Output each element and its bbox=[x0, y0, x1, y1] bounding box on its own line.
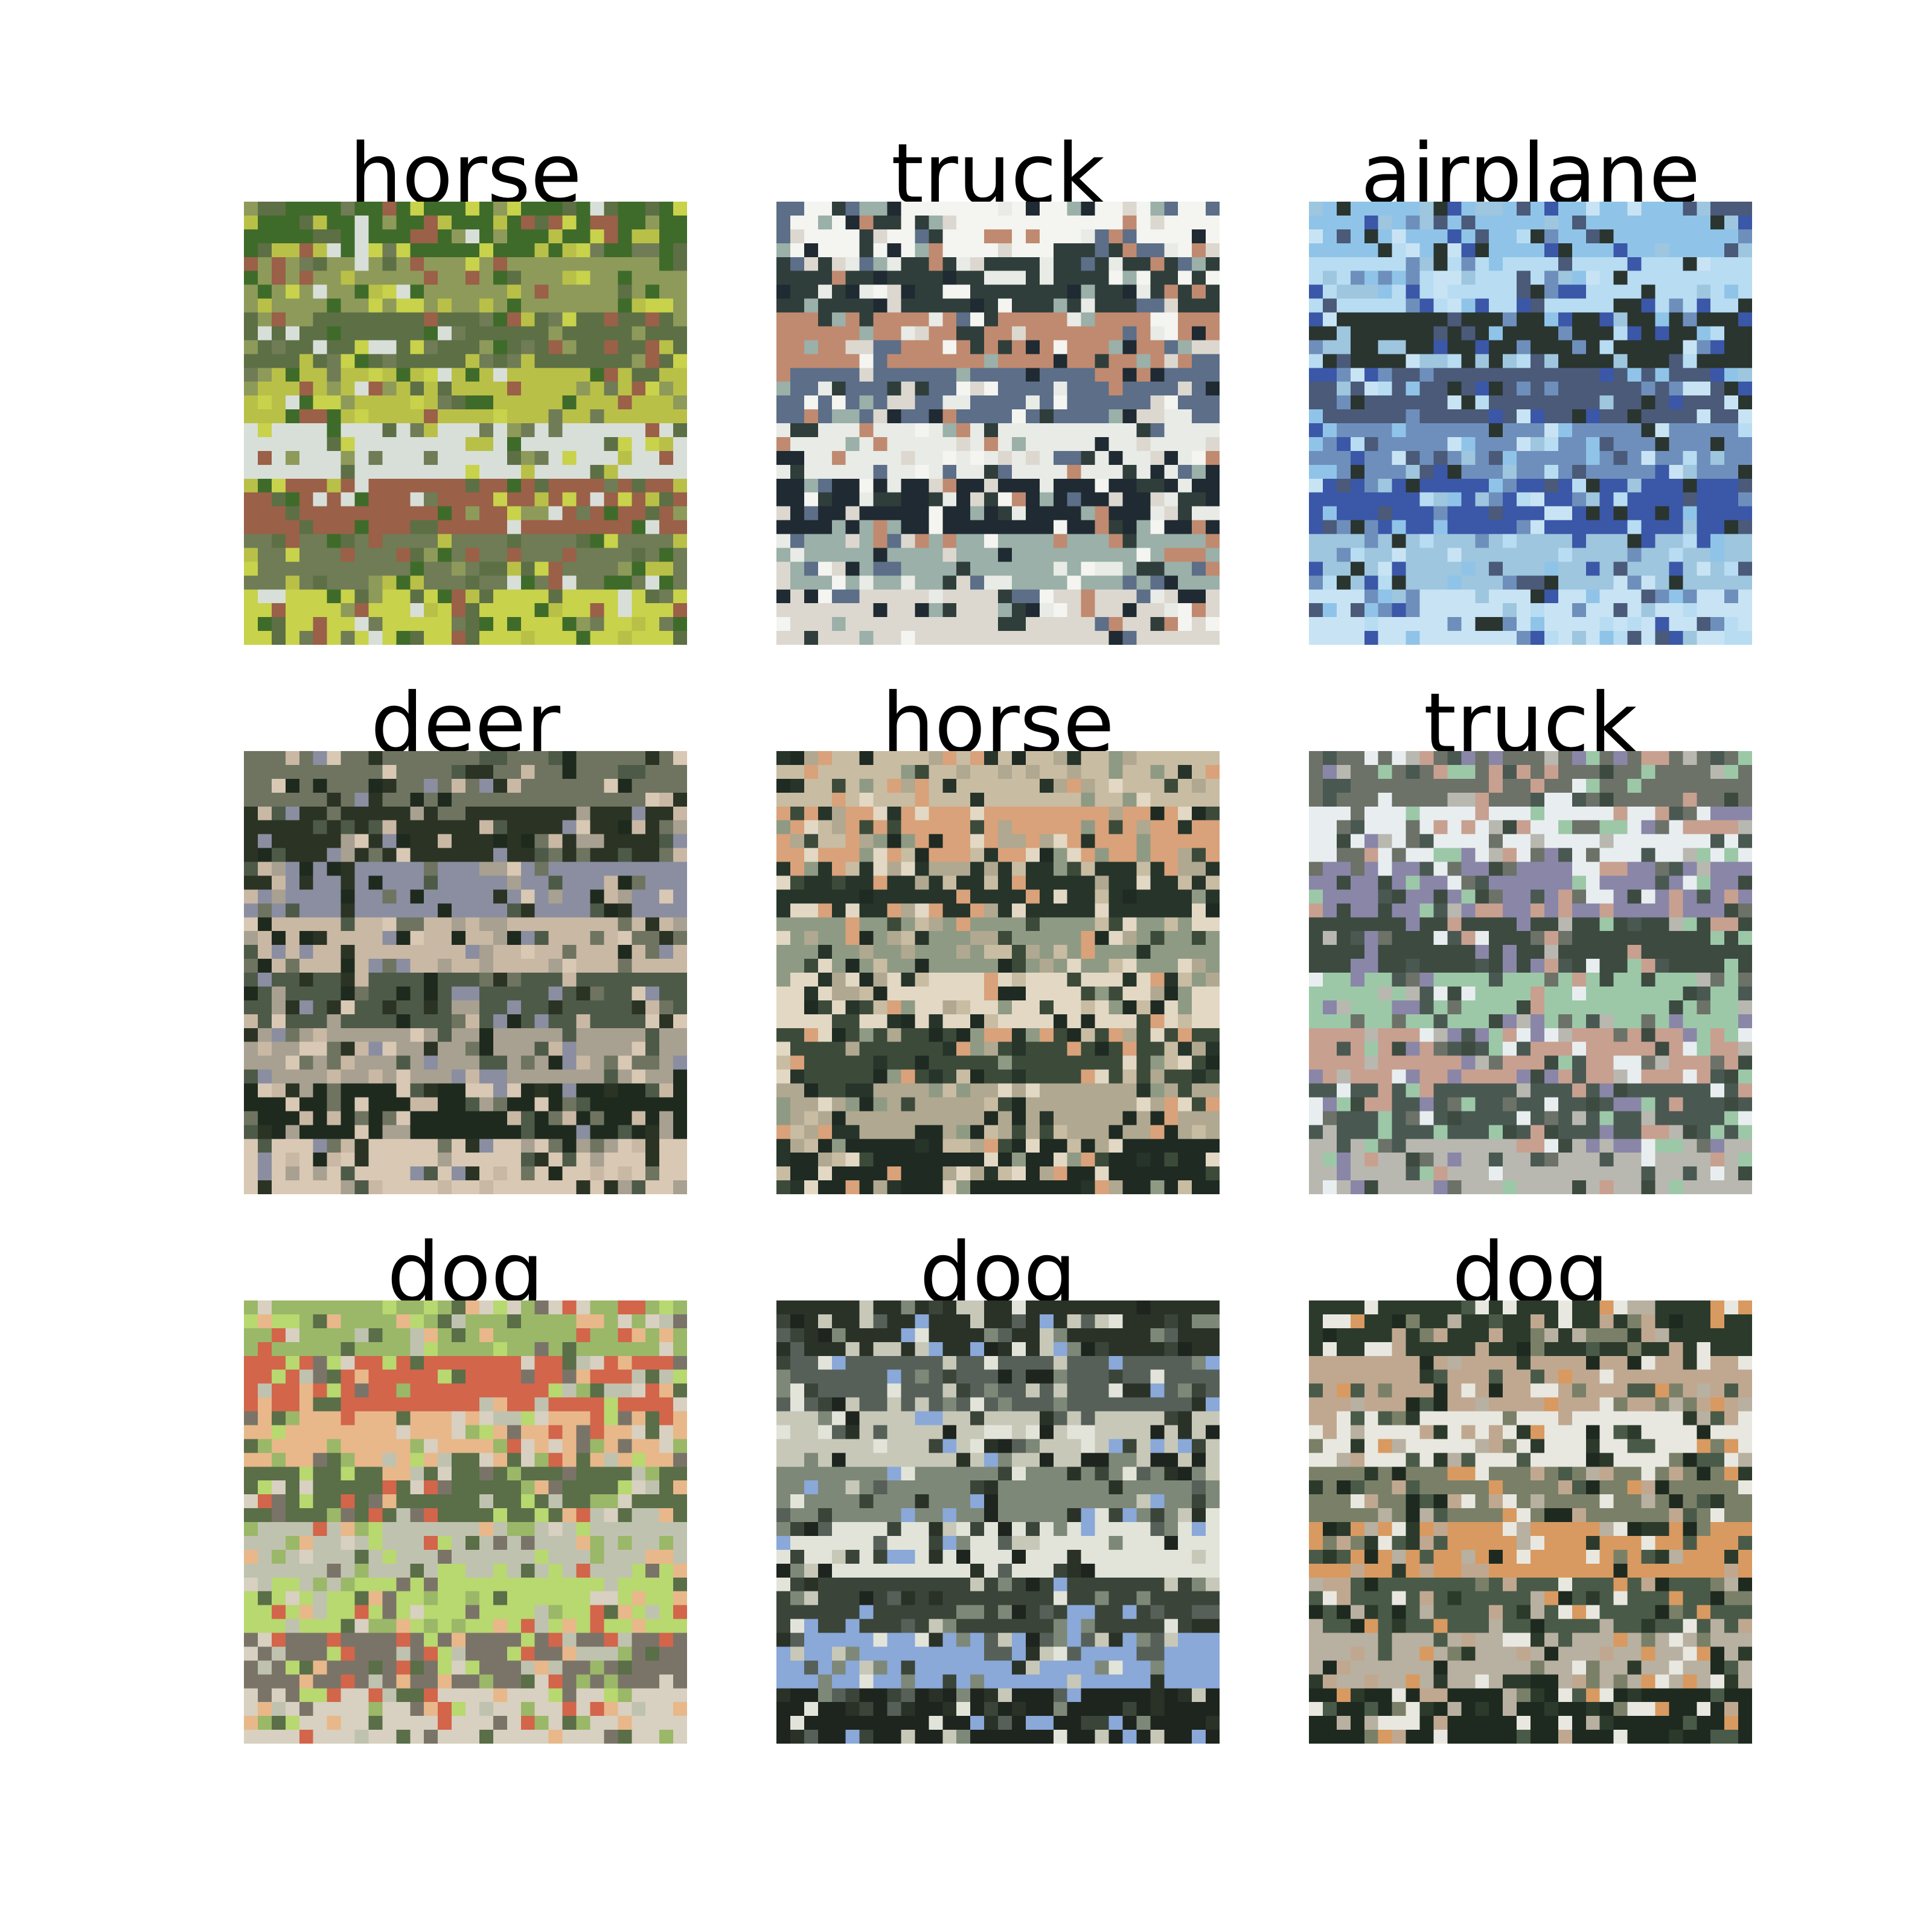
pixel-image bbox=[244, 202, 687, 645]
pixel-image bbox=[1309, 202, 1752, 645]
pixel-image bbox=[776, 1300, 1220, 1744]
pixel-image bbox=[1309, 1300, 1752, 1744]
pixel-image bbox=[776, 751, 1220, 1194]
pixel-image bbox=[244, 751, 687, 1194]
pixel-image bbox=[244, 1300, 687, 1744]
pixel-image bbox=[776, 202, 1220, 645]
pixel-image bbox=[1309, 751, 1752, 1194]
